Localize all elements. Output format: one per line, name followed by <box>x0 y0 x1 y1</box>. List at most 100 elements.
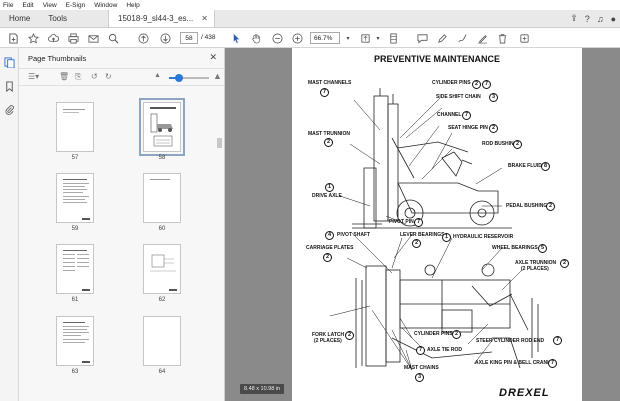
thumbnail-page[interactable] <box>143 316 181 366</box>
thumbnail-page[interactable] <box>56 316 94 366</box>
star-icon[interactable] <box>26 31 40 45</box>
menu-help[interactable]: Help <box>126 1 140 9</box>
zoom-level-select[interactable]: 66.7% <box>310 32 340 44</box>
page-down-icon[interactable] <box>158 31 172 45</box>
user-icon[interactable]: ● <box>610 13 616 24</box>
tab-document[interactable]: 15018-9_sl44-3_es... ✕ <box>108 10 215 27</box>
thumb-line <box>63 109 85 110</box>
create-icon[interactable] <box>6 31 20 45</box>
more-tools-icon[interactable] <box>518 31 530 45</box>
thumb-line <box>63 258 75 259</box>
tab-tools[interactable]: Tools <box>48 14 68 23</box>
thumbnail-label: 64 <box>158 369 166 375</box>
menu-window[interactable]: Window <box>94 1 118 9</box>
thumbnail-page[interactable] <box>143 173 181 223</box>
comment-icon[interactable] <box>416 31 428 45</box>
trash-icon[interactable] <box>496 31 508 45</box>
chevron-down-icon[interactable]: ▾ <box>346 35 350 42</box>
options-menu-icon[interactable]: ☰▾ <box>28 72 40 81</box>
rotate-left-icon[interactable]: ↺ <box>91 72 98 81</box>
thumb-line <box>63 339 89 340</box>
label-mast-chains: MAST CHAINS <box>404 365 439 371</box>
document-viewer[interactable]: PREVENTIVE MAINTENANCE <box>225 48 620 401</box>
callout-number: 7 <box>462 111 471 120</box>
thumbnail-size-slider[interactable] <box>169 74 209 82</box>
callout-number: 1 <box>325 183 334 192</box>
thumbnail-page[interactable] <box>56 102 94 152</box>
callout-number: 2 <box>324 138 333 147</box>
label-cylinder-pins-lower: CYLINDER PINS <box>414 331 453 337</box>
print-icon[interactable] <box>66 31 80 45</box>
attachment-icon[interactable] <box>4 104 15 115</box>
thumbnail-page[interactable] <box>56 173 94 223</box>
mountain-small-icon: ▲ <box>154 72 161 79</box>
thumb-line <box>63 266 75 267</box>
select-cursor-icon[interactable] <box>230 31 242 45</box>
close-icon[interactable]: ✕ <box>209 52 217 62</box>
menu-view[interactable]: View <box>42 1 57 9</box>
zoom-out-icon[interactable] <box>271 31 283 45</box>
scrollbar-thumb[interactable] <box>217 138 222 148</box>
callout-number: 2 <box>489 124 498 133</box>
thumb-line <box>63 254 75 255</box>
callout-number: 2 <box>345 331 354 340</box>
label-pivot-shaft: PIVOT SHAFT <box>337 232 371 238</box>
menu-file[interactable]: File <box>3 1 14 9</box>
upload-icon[interactable] <box>46 31 60 45</box>
menu-esign[interactable]: E-Sign <box>65 1 86 9</box>
callout-number: 2 <box>323 253 332 262</box>
thumb-line <box>63 179 87 180</box>
close-icon[interactable]: ✕ <box>201 14 208 23</box>
toolbar: 58 / 438 66.7% ▾ ▾ <box>0 28 620 48</box>
callout-number: 8 <box>541 162 550 171</box>
thumbnail-page[interactable] <box>143 244 181 294</box>
insert-page-icon[interactable]: ⎘ <box>75 72 82 81</box>
callout-number: 2 <box>513 140 522 149</box>
menu-edit[interactable]: Edit <box>22 1 34 9</box>
callout-number: 1 <box>442 233 451 242</box>
thumbnail-label: 57 <box>71 155 79 161</box>
callout-number: 7 <box>482 80 491 89</box>
label-axle-trunnion: AXLE TRUNNION <box>515 260 557 266</box>
bookmark-icon[interactable] <box>4 81 15 93</box>
slider-handle[interactable] <box>175 74 183 82</box>
search-icon[interactable] <box>106 31 120 45</box>
hand-icon[interactable] <box>250 31 262 45</box>
thumb-line <box>63 335 81 336</box>
scroll-mode-icon[interactable] <box>386 31 400 45</box>
rotate-right-icon[interactable]: ↻ <box>105 72 112 81</box>
thumb-line <box>63 329 87 330</box>
callout-number: 2 <box>560 259 569 268</box>
thumb-line <box>77 254 89 255</box>
thumbnail-page-selected[interactable] <box>139 98 185 156</box>
thumb-diagram <box>150 254 176 272</box>
thumb-line <box>63 202 87 203</box>
mail-icon[interactable] <box>86 31 100 45</box>
thumb-line <box>63 322 85 323</box>
fit-page-icon[interactable] <box>358 31 372 45</box>
callout-number: 3 <box>415 373 424 382</box>
delete-page-icon[interactable]: 🗑 <box>59 72 70 81</box>
highlight-pen-icon[interactable] <box>436 31 448 45</box>
label-pivot-pin: PIVOT PIN <box>389 219 414 225</box>
page-number-input[interactable]: 58 <box>180 32 198 44</box>
page-up-icon[interactable] <box>136 31 150 45</box>
callout-number: 7 <box>414 218 423 227</box>
share-icon[interactable]: ⇪ <box>570 13 578 23</box>
thumbnail-page[interactable] <box>56 244 94 294</box>
sign-icon[interactable] <box>476 31 488 45</box>
zoom-in-icon[interactable] <box>291 31 303 45</box>
thumbnail-label: 63 <box>71 369 79 375</box>
thumb-line <box>63 186 85 187</box>
label-side-shift-chain: SIDE SHIFT CHAIN <box>436 94 481 100</box>
page-thumbnails-icon[interactable] <box>4 57 15 69</box>
help-icon[interactable]: ? <box>584 13 590 24</box>
draw-icon[interactable] <box>456 31 468 45</box>
tab-home[interactable]: Home <box>9 14 31 23</box>
thumbnail-panel: Page Thumbnails ✕ ☰▾ 🗑 ⎘ ↺ ↻ ▲ ▲ 57 58 <box>19 48 225 401</box>
bell-icon[interactable]: ♫ <box>596 13 604 24</box>
thumb-line <box>63 250 87 251</box>
thumbnail-scrollbar[interactable] <box>217 88 222 398</box>
document-page: PREVENTIVE MAINTENANCE <box>292 48 582 401</box>
chevron-down-icon[interactable]: ▾ <box>376 35 380 42</box>
